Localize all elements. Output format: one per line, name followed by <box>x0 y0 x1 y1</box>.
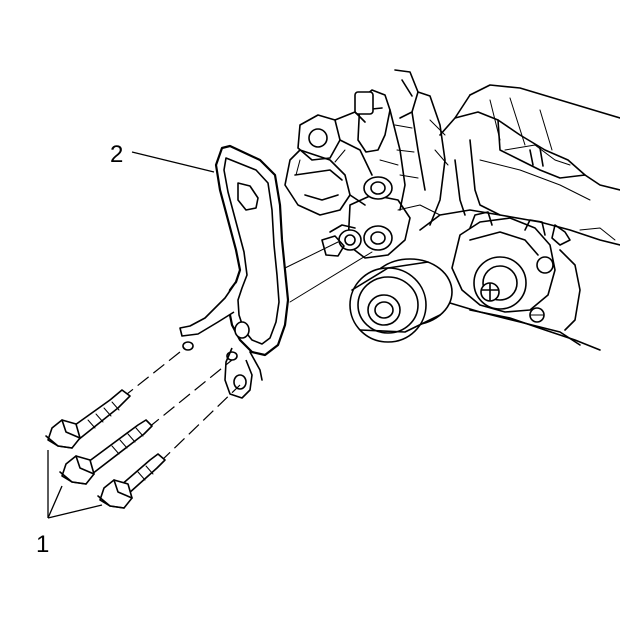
callout-2-label: 2 <box>110 141 123 168</box>
callout-1: 1 <box>36 450 103 558</box>
idler-pulley <box>349 258 453 343</box>
bracket-part <box>179 144 290 399</box>
engine-assembly <box>284 69 620 351</box>
callout-1-label: 1 <box>36 531 49 558</box>
callout-2: 2 <box>110 141 215 173</box>
alignment-lines <box>121 241 373 463</box>
bolt-1 <box>45 389 131 449</box>
bolt-2 <box>59 419 153 485</box>
bolt-3 <box>97 453 166 509</box>
